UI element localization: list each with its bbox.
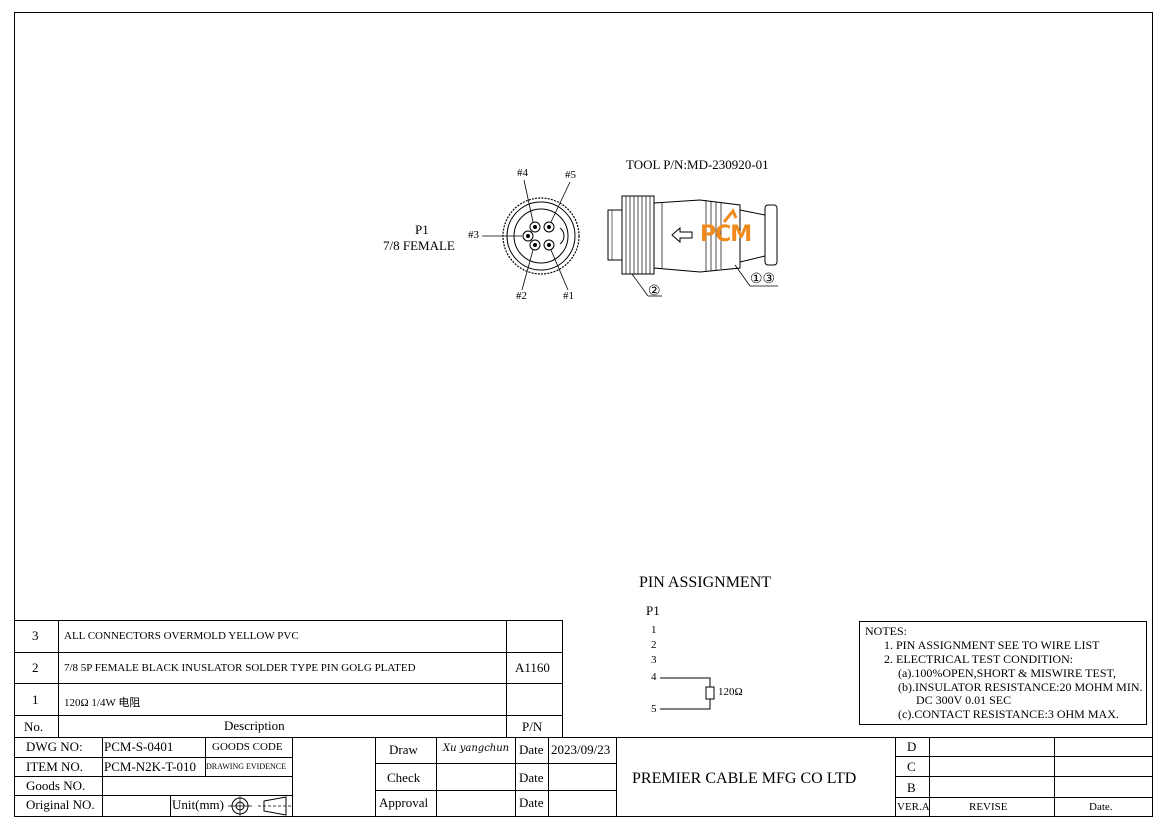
revision-b: B (907, 780, 916, 795)
approval-label: Approval (379, 795, 429, 810)
pin-label-2: #2 (516, 290, 527, 302)
pin-label-3: #3 (468, 229, 479, 241)
pa-pin-5: 5 (651, 703, 657, 715)
check-date-label: Date (519, 770, 544, 785)
draw-date-label: Date (519, 742, 544, 757)
pa-pin-1: 1 (651, 624, 657, 636)
drawing-evidence-label: DRAWING EVIDENCE (206, 762, 287, 771)
pin-label-4: #4 (517, 167, 528, 179)
draw-label: Draw (389, 742, 418, 757)
pa-pin-3: 3 (651, 654, 657, 666)
revision-d: D (907, 739, 917, 754)
tool-pn: TOOL P/N:MD-230920-01 (626, 157, 769, 172)
callout-2: ② (648, 284, 661, 299)
revision-date-label: Date. (1089, 801, 1113, 813)
draw-date-value: 2023/09/23 (551, 742, 611, 757)
resistor-label: 120Ω (718, 686, 743, 698)
revise-label: REVISE (969, 801, 1008, 813)
goods-code-label: GOODS CODE (212, 741, 283, 753)
approval-date-label: Date (519, 795, 544, 810)
note-line: (a).100%OPEN,SHORT & MISWIRE TEST, (898, 666, 1116, 680)
bom-no: 1 (32, 692, 39, 707)
dwg-no-value: PCM-S-0401 (104, 739, 174, 754)
drawing-frame (14, 12, 1153, 817)
p1-label: P1 (415, 222, 429, 237)
company-name: PREMIER CABLE MFG CO LTD (632, 770, 857, 787)
dwg-no-label: DWG NO: (26, 739, 83, 754)
item-no-value: PCM-N2K-T-010 (104, 759, 196, 774)
note-line: 2. ELECTRICAL TEST CONDITION: (884, 652, 1074, 666)
goods-no-label: Goods NO. (26, 778, 86, 793)
notes-box (859, 621, 1147, 725)
bom-header-no: No. (24, 719, 44, 734)
version-label: VER.A (897, 801, 930, 813)
unit-label: Unit(mm) (172, 797, 224, 812)
revision-c: C (907, 759, 916, 774)
bom-header-pn: P/N (522, 719, 543, 734)
callout-1-3: ①③ (750, 272, 776, 287)
pa-pin-2: 2 (651, 639, 657, 651)
check-label: Check (387, 770, 421, 785)
bom-no: 2 (32, 660, 39, 675)
bom-no: 3 (32, 628, 39, 643)
bom-description: ALL CONNECTORS OVERMOLD YELLOW PVC (64, 630, 299, 642)
bom-header-description: Description (224, 718, 285, 733)
notes-title: NOTES: (865, 624, 907, 638)
pin-assignment-title: PIN ASSIGNMENT (639, 574, 772, 591)
pcm-logo: PCM (700, 222, 752, 247)
bom-description: 120Ω 1/4W 电阻 (64, 697, 141, 709)
draw-signature: Xu yangchun (443, 743, 510, 754)
original-no-label: Original NO. (26, 797, 95, 812)
note-line: DC 300V 0.01 SEC (916, 693, 1012, 707)
pin-label-5: #5 (565, 169, 576, 181)
pa-pin-4: 4 (651, 671, 657, 683)
note-line: (c).CONTACT RESISTANCE:3 OHM MAX. (898, 707, 1119, 721)
item-no-label: ITEM NO. (26, 759, 84, 774)
pin-assignment-connector: P1 (646, 603, 660, 618)
bom-pn: A1160 (515, 660, 550, 675)
pin-label-1: #1 (563, 290, 574, 302)
bom-description: 7/8 5P FEMALE BLACK INUSLATOR SOLDER TYP… (64, 662, 416, 674)
note-line: (b).INSULATOR RESISTANCE:20 MOHM MIN. (898, 680, 1143, 694)
p1-desc: 7/8 FEMALE (383, 238, 455, 253)
note-line: 1. PIN ASSIGNMENT SEE TO WIRE LIST (884, 638, 1100, 652)
